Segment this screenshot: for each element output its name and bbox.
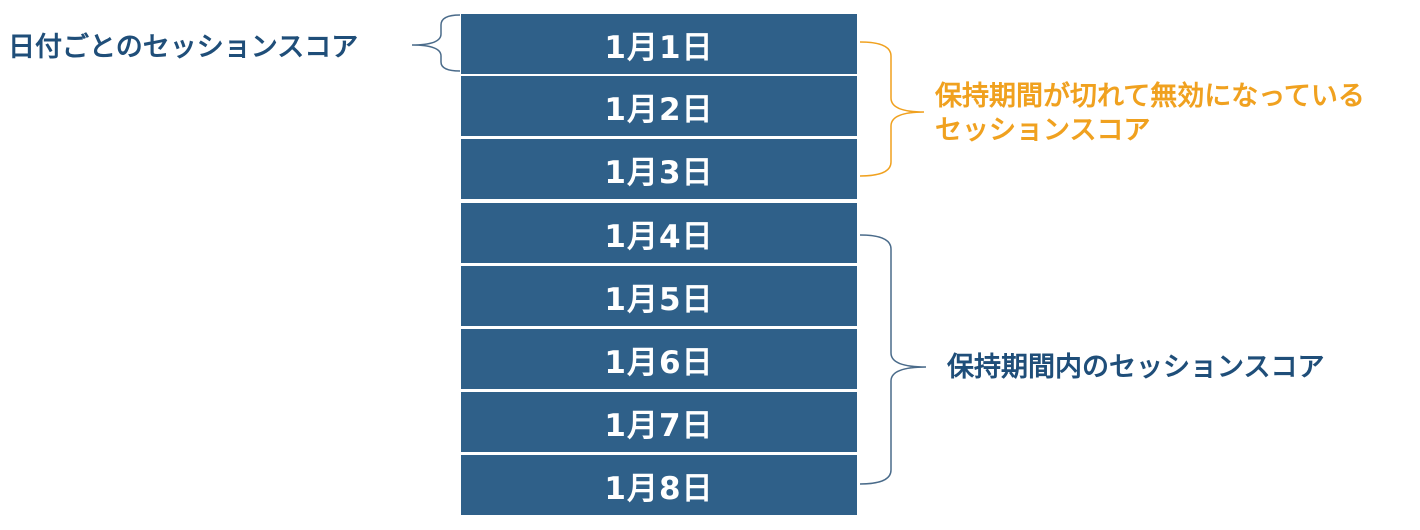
label-daily-text: 日付ごとのセッションスコア (8, 32, 359, 63)
day-box-label: 1月3日 (604, 154, 714, 191)
label-retained-text: 保持期間内のセッションスコア (947, 352, 1325, 383)
label-daily-session-score: 日付ごとのセッションスコア (8, 31, 358, 65)
label-expired-line-1: 保持期間が切れて無効になっている (935, 81, 1365, 112)
day-box-jan-6: 1月6日 (461, 329, 857, 389)
day-box-label: 1月8日 (604, 470, 714, 507)
day-box-jan-8: 1月8日 (461, 455, 857, 515)
day-box-jan-4: 1月4日 (461, 203, 857, 263)
right-brace-retained (859, 234, 927, 485)
left-brace-daily (411, 14, 461, 72)
day-box-label: 1月2日 (604, 91, 714, 128)
label-expired-session-score: 保持期間が切れて無効になっている セッションスコア (935, 80, 1365, 148)
day-box-jan-7: 1月7日 (461, 392, 857, 452)
day-box-jan-1: 1月1日 (461, 14, 857, 74)
label-expired-line-2: セッションスコア (935, 115, 1151, 146)
day-box-label: 1月1日 (604, 29, 714, 66)
day-box-label: 1月4日 (604, 218, 714, 255)
day-box-jan-2: 1月2日 (461, 76, 857, 136)
right-brace-expired (859, 41, 925, 177)
day-box-label: 1月7日 (604, 407, 714, 444)
day-box-jan-5: 1月5日 (461, 266, 857, 326)
day-box-label: 1月5日 (604, 281, 714, 318)
day-box-jan-3: 1月3日 (461, 139, 857, 199)
label-retained-session-score: 保持期間内のセッションスコア (947, 351, 1324, 385)
day-box-label: 1月6日 (604, 344, 714, 381)
